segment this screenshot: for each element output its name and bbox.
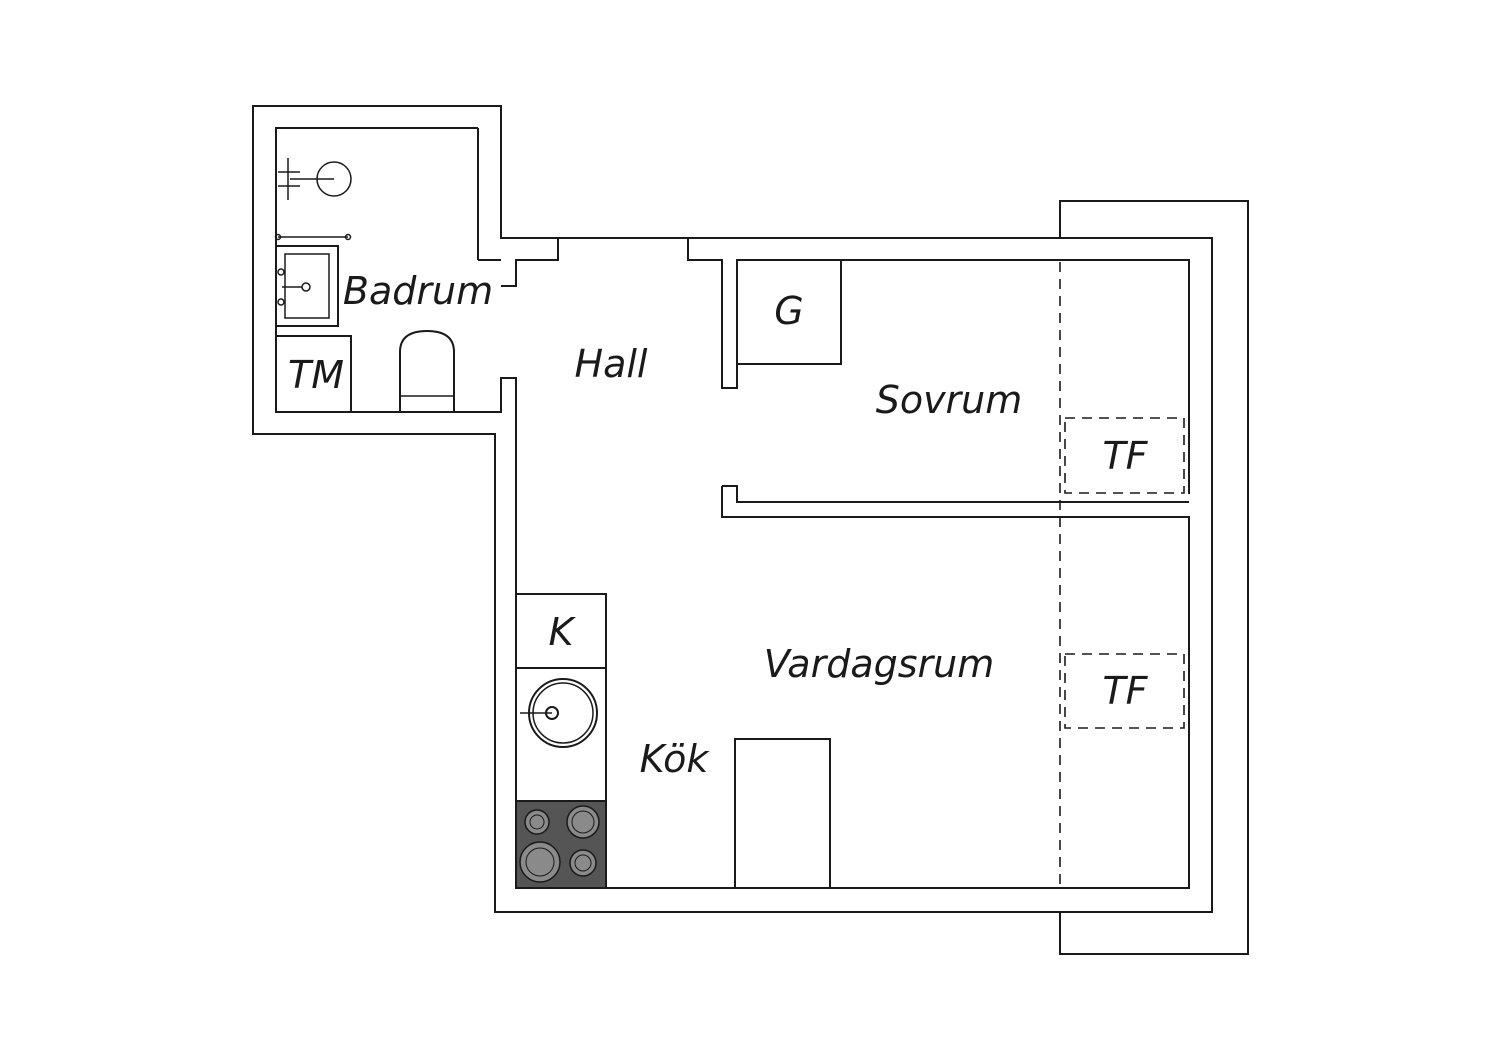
burner-icon [529, 814, 545, 830]
washing-machine-label: TM [288, 353, 344, 397]
bathroom-inner-wall-2 [275, 127, 517, 413]
room-label-hall: Hall [575, 342, 648, 386]
room-label-kitchen: Kök [640, 737, 711, 781]
room-label-bathroom: Badrum [343, 269, 493, 313]
washing-machine [275, 335, 352, 413]
burner-icon [574, 854, 592, 872]
skylight-living-label: TF [1102, 669, 1148, 713]
sink-tap-icon [277, 268, 285, 276]
burner-icon [569, 849, 597, 877]
wardrobe-label: G [774, 289, 803, 333]
kitchen-table [734, 738, 831, 889]
outer-wall [252, 105, 1213, 913]
living-partition [516, 486, 1190, 889]
burner-icon [571, 810, 595, 834]
burner-icon [525, 847, 555, 877]
wardrobe [736, 259, 842, 365]
bathroom-sink-basin [284, 253, 330, 319]
toilet-icon [399, 329, 455, 412]
shower-rail-end-icon [274, 233, 282, 241]
bedroom-partition [722, 485, 1189, 503]
bathroom-sink [275, 245, 339, 327]
bathroom-inner-wall [501, 238, 559, 287]
fridge-label: K [549, 610, 577, 654]
room-label-living-room: Vardagsrum [764, 642, 995, 686]
room-label-bedroom: Sovrum [876, 378, 1023, 422]
skylight-bedroom-label: TF [1102, 434, 1148, 478]
shower-rail-end-icon [344, 233, 352, 241]
sink-tap-icon [277, 298, 285, 306]
hall-top-inner-wall [687, 238, 1190, 494]
burner-icon [524, 809, 550, 835]
skylight-bedroom [1064, 417, 1185, 494]
skylight-living [1064, 653, 1185, 729]
